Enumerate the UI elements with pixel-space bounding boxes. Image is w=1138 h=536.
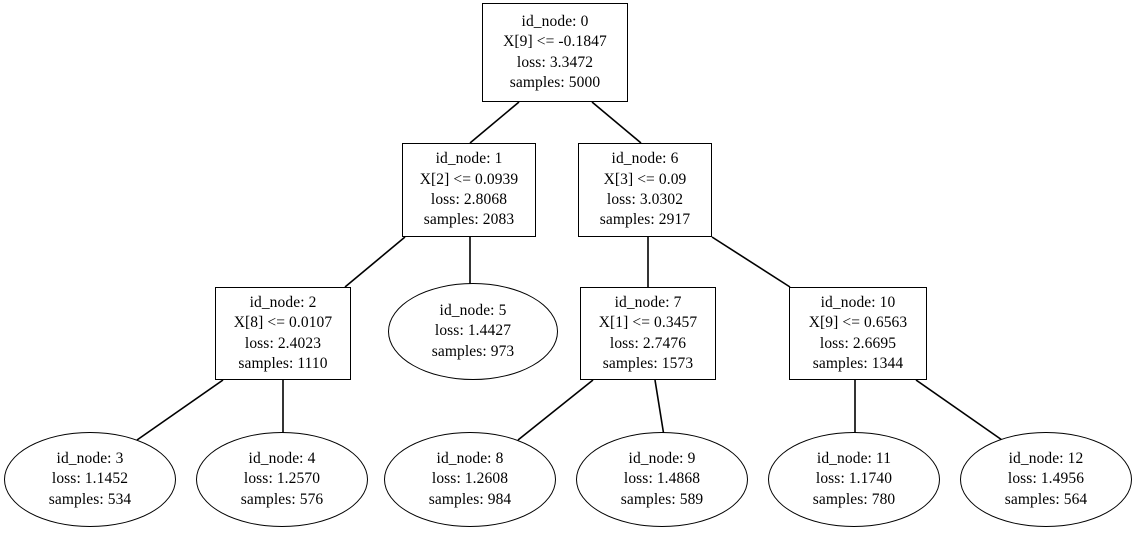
tree-node-n7[interactable]: id_node: 7 X[1] <= 0.3457 loss: 2.7476 samp… xyxy=(580,287,716,380)
tree-edge-n7-to-n9 xyxy=(654,379,665,437)
tree-edge-n2-to-n3 xyxy=(136,379,224,441)
tree-node-n9[interactable]: id_node: 9 loss: 1.4868 samples: 589 xyxy=(576,432,748,527)
tree-node-label: id_node: 3 loss: 1.1452 samples: 534 xyxy=(49,449,132,510)
node-condition-text: X[8] <= 0.0107 xyxy=(233,314,333,332)
node-loss-text: loss: 1.4427 xyxy=(434,322,512,340)
node-condition-text: X[9] <= 0.6563 xyxy=(808,314,908,332)
tree-edge-n10-to-n12 xyxy=(915,379,1003,441)
tree-node-label: id_node: 10 X[9] <= 0.6563 loss: 2.6695 sam… xyxy=(809,293,908,375)
tree-node-label: id_node: 4 loss: 1.2570 samples: 576 xyxy=(241,449,324,510)
node-id-text: id_node: 5 xyxy=(439,301,507,319)
node-loss-text: loss: 3.0302 xyxy=(606,191,684,208)
node-loss-text: loss: 3.3472 xyxy=(516,53,594,71)
node-samples-text: samples: 5000 xyxy=(509,73,601,91)
tree-node-label: id_node: 0 X[9] <= -0.1847 loss: 3.3472 sam… xyxy=(503,12,607,94)
node-loss-text: loss: 1.2570 xyxy=(243,470,321,488)
node-loss-text: loss: 2.7476 xyxy=(609,334,687,352)
node-id-text: id_node: 6 xyxy=(611,150,679,168)
node-id-text: id_node: 8 xyxy=(436,449,504,467)
node-loss-text: loss: 2.8068 xyxy=(430,191,508,208)
tree-node-n6[interactable]: id_node: 6 X[3] <= 0.09 loss: 3.0302 sample… xyxy=(578,143,712,237)
node-loss-text: loss: 2.4023 xyxy=(244,334,322,352)
node-loss-text: loss: 1.4868 xyxy=(623,470,701,488)
tree-node-n3[interactable]: id_node: 3 loss: 1.1452 samples: 534 xyxy=(4,432,176,527)
node-samples-text: samples: 576 xyxy=(240,490,324,508)
node-samples-text: samples: 1573 xyxy=(602,354,694,372)
node-samples-text: samples: 1110 xyxy=(238,354,328,372)
tree-node-n4[interactable]: id_node: 4 loss: 1.2570 samples: 576 xyxy=(196,432,368,527)
node-samples-text: samples: 984 xyxy=(428,490,512,508)
node-loss-text: loss: 2.6695 xyxy=(819,334,897,352)
tree-node-label: id_node: 2 X[8] <= 0.0107 loss: 2.4023 samp… xyxy=(234,293,333,375)
tree-edge-n0-to-n1 xyxy=(469,101,520,144)
node-samples-text: samples: 2917 xyxy=(599,211,691,229)
node-condition-text: X[9] <= -0.1847 xyxy=(503,33,607,51)
node-id-text: id_node: 12 xyxy=(1008,449,1084,467)
tree-node-label: id_node: 6 X[3] <= 0.09 loss: 3.0302 sample… xyxy=(600,149,690,231)
node-samples-text: samples: 564 xyxy=(1004,490,1088,508)
tree-node-n5[interactable]: id_node: 5 loss: 1.4427 samples: 973 xyxy=(388,283,558,380)
node-loss-text: loss: 1.2608 xyxy=(431,470,509,488)
node-loss-text: loss: 1.1740 xyxy=(815,470,893,488)
node-samples-text: samples: 534 xyxy=(48,490,132,508)
tree-edge-n1-to-n2 xyxy=(344,236,406,288)
tree-node-label: id_node: 1 X[2] <= 0.0939 loss: 2.8068 samp… xyxy=(420,149,519,231)
tree-node-label: id_node: 5 loss: 1.4427 samples: 973 xyxy=(432,301,515,362)
tree-node-n2[interactable]: id_node: 2 X[8] <= 0.0107 loss: 2.4023 samp… xyxy=(215,287,351,380)
node-id-text: id_node: 2 xyxy=(249,293,317,311)
tree-edge-n7-to-n8 xyxy=(517,379,594,441)
node-condition-text: X[2] <= 0.0939 xyxy=(419,170,519,188)
node-samples-text: samples: 780 xyxy=(812,490,896,508)
node-samples-text: samples: 1344 xyxy=(812,354,904,372)
tree-edge-n6-to-n10 xyxy=(711,236,791,288)
tree-edge-n0-to-n6 xyxy=(591,101,642,144)
tree-node-n10[interactable]: id_node: 10 X[9] <= 0.6563 loss: 2.6695 sam… xyxy=(789,287,927,380)
node-id-text: id_node: 11 xyxy=(816,449,892,467)
tree-node-label: id_node: 7 X[1] <= 0.3457 loss: 2.7476 samp… xyxy=(599,293,698,375)
node-id-text: id_node: 4 xyxy=(248,449,316,467)
node-condition-text: X[1] <= 0.3457 xyxy=(598,314,698,332)
node-id-text: id_node: 3 xyxy=(56,449,124,467)
node-samples-text: samples: 2083 xyxy=(423,211,515,229)
node-samples-text: samples: 973 xyxy=(431,342,515,360)
node-id-text: id_node: 10 xyxy=(820,293,896,311)
tree-node-label: id_node: 11 loss: 1.1740 samples: 780 xyxy=(813,449,896,510)
node-id-text: id_node: 7 xyxy=(614,293,682,311)
node-loss-text: loss: 1.1452 xyxy=(51,470,129,488)
tree-node-n0[interactable]: id_node: 0 X[9] <= -0.1847 loss: 3.3472 sam… xyxy=(482,3,628,102)
tree-node-n12[interactable]: id_node: 12 loss: 1.4956 samples: 564 xyxy=(960,432,1132,527)
node-loss-text: loss: 1.4956 xyxy=(1007,470,1085,488)
tree-node-n8[interactable]: id_node: 8 loss: 1.2608 samples: 984 xyxy=(384,432,556,527)
node-id-text: id_node: 1 xyxy=(435,150,503,168)
node-condition-text: X[3] <= 0.09 xyxy=(603,170,687,188)
tree-node-label: id_node: 12 loss: 1.4956 samples: 564 xyxy=(1005,449,1088,510)
tree-node-n1[interactable]: id_node: 1 X[2] <= 0.0939 loss: 2.8068 samp… xyxy=(402,143,536,237)
node-id-text: id_node: 0 xyxy=(521,12,589,30)
node-samples-text: samples: 589 xyxy=(620,490,704,508)
tree-node-label: id_node: 9 loss: 1.4868 samples: 589 xyxy=(621,449,704,510)
tree-node-label: id_node: 8 loss: 1.2608 samples: 984 xyxy=(429,449,512,510)
node-id-text: id_node: 9 xyxy=(628,449,696,467)
tree-node-n11[interactable]: id_node: 11 loss: 1.1740 samples: 780 xyxy=(768,432,940,527)
